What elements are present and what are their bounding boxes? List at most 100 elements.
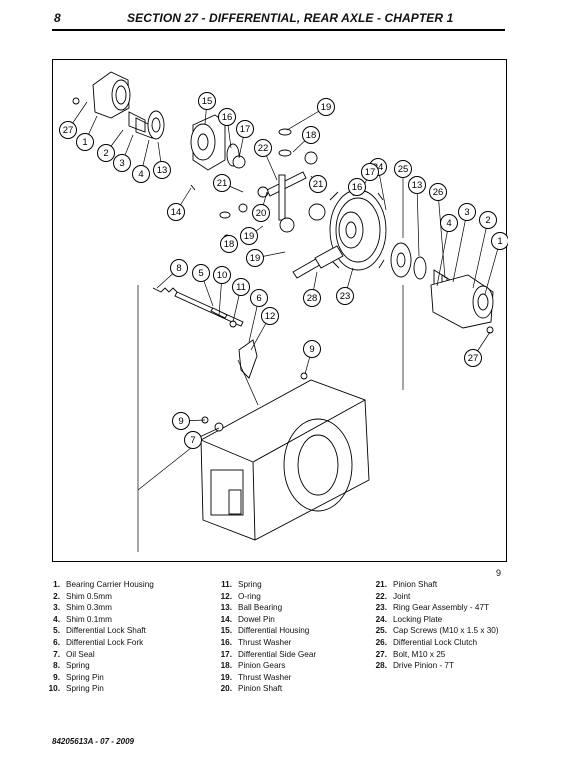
callout-4: 4 [436,214,458,287]
callout-balloon [250,289,268,307]
legend-num: 18. [220,661,232,671]
legend-label: Cap Screws (M10 x 1.5 x 30) [393,626,499,636]
legend-num: 7. [53,649,60,659]
callout-balloon [220,235,238,253]
legend-item: 1. Bearing Carrier Housing [46,579,154,591]
callout-8: 8 [156,259,188,289]
legend-num: 2. [53,591,60,601]
callout-balloon [408,176,426,194]
legend-num: 9. [53,672,60,682]
callout-label: 16 [222,112,233,123]
callout-balloon [236,120,254,138]
legend-num: 1. [53,580,60,589]
callout-label: 1 [497,236,502,247]
callout-10: 10 [213,266,231,317]
ring-gear [329,189,387,271]
callout-balloon [113,154,131,172]
legend-item: 3.Shim 0.3mm [46,602,154,614]
legend-num: 27. [375,649,387,659]
callout-3: 3 [452,203,476,283]
callout-label: 26 [433,187,444,198]
callout-label: 11 [236,282,246,293]
legend-item: 23.Ring Gear Assembly - 47T [369,602,499,614]
callout-label: 13 [157,165,168,176]
legend-label: Spring [66,661,90,671]
legend-label: Differential Lock Fork [66,637,144,647]
callout-label: 4 [138,169,143,180]
legend-item: 15.Differential Housing [214,625,316,637]
callout-12: 12 [250,307,279,351]
callout-26: 26 [429,183,447,279]
callout-21: 21 [309,175,327,193]
callout-22: 22 [254,139,278,181]
callout-19: 19 [246,249,286,267]
callout-label: 1 [82,137,87,148]
callout-label: 27 [63,125,74,136]
legend-num: 28. [375,661,387,671]
callout-18: 18 [292,126,320,153]
legend-num: 17. [220,649,232,659]
figure-number: 9 [496,568,502,578]
legend-num: 14. [220,614,232,624]
legend-item: 5.Differential Lock Shaft [46,625,154,637]
callout-27: 27 [464,331,491,367]
callout-balloon [261,307,279,325]
callout-balloon [213,174,231,192]
legend-num: 26. [375,637,387,647]
transmission-case [200,372,370,541]
legend-item: 8.Spring [46,660,154,672]
callout-balloon [361,163,379,181]
callout-balloon [458,203,476,221]
legend-column-2: 11.Spring 12.O-ring 13.Ball Bearing 14.D… [214,579,317,695]
legend-label: O-ring [238,591,261,601]
callout-2: 2 [472,211,497,289]
callout-balloon [309,175,327,193]
callout-16: 16 [348,178,366,197]
diff-lock-assembly [152,287,258,379]
callout-23: 23 [336,267,354,305]
callout-balloon [303,289,321,307]
callout-balloon [336,287,354,305]
legend-item: 21.Pinion Shaft [369,579,499,591]
callout-16: 16 [218,108,236,149]
callout-balloon [254,139,272,157]
legend-label: Thrust Washer [238,637,292,647]
callout-balloon [167,203,185,221]
callout-5: 5 [192,264,214,307]
callout-label: 10 [217,270,228,281]
legend-item: 27.Bolt, M10 x 25 [369,649,499,661]
pinion-gear-set [219,128,326,242]
page-number: 8 [54,11,61,25]
legend-label: Shim 0.1mm [66,614,112,624]
legend-num: 6. [53,637,60,647]
callout-label: 7 [190,435,195,446]
callout-balloon [172,412,190,430]
callout-20: 20 [252,191,270,222]
callout-label: 6 [256,293,261,304]
callout-label: 23 [340,291,351,302]
legend-label: Ring Gear Assembly - 47T [393,603,490,613]
legend-num: 20. [220,684,232,694]
callout-leader-line [472,219,489,289]
callout-label: 17 [240,124,251,135]
legend-num: 3. [53,603,60,613]
legend-label: Pinion Gears [238,661,286,671]
legend-item: 11.Spring [214,579,316,591]
callout-9: 9 [303,340,321,375]
legend-label: Pinion Shaft [238,684,283,694]
legend-num: 22. [375,591,387,601]
legend-item: 19.Thrust Washer [214,672,316,684]
callout-balloon [170,259,188,277]
callout-leader-line [437,191,446,279]
callout-27: 27 [59,101,88,139]
legend-label: Bearing Carrier Housing [66,580,154,589]
callout-label: 24 [373,162,384,173]
legend-num: 11. [221,580,232,589]
left-bearing-carrier [72,71,165,140]
callout-label: 4 [446,218,451,229]
callout-leader-line [452,211,468,283]
callout-balloon [252,204,270,222]
callout-label: 2 [103,148,108,159]
legend-num: 19. [220,672,232,682]
callout-balloon [59,121,77,139]
